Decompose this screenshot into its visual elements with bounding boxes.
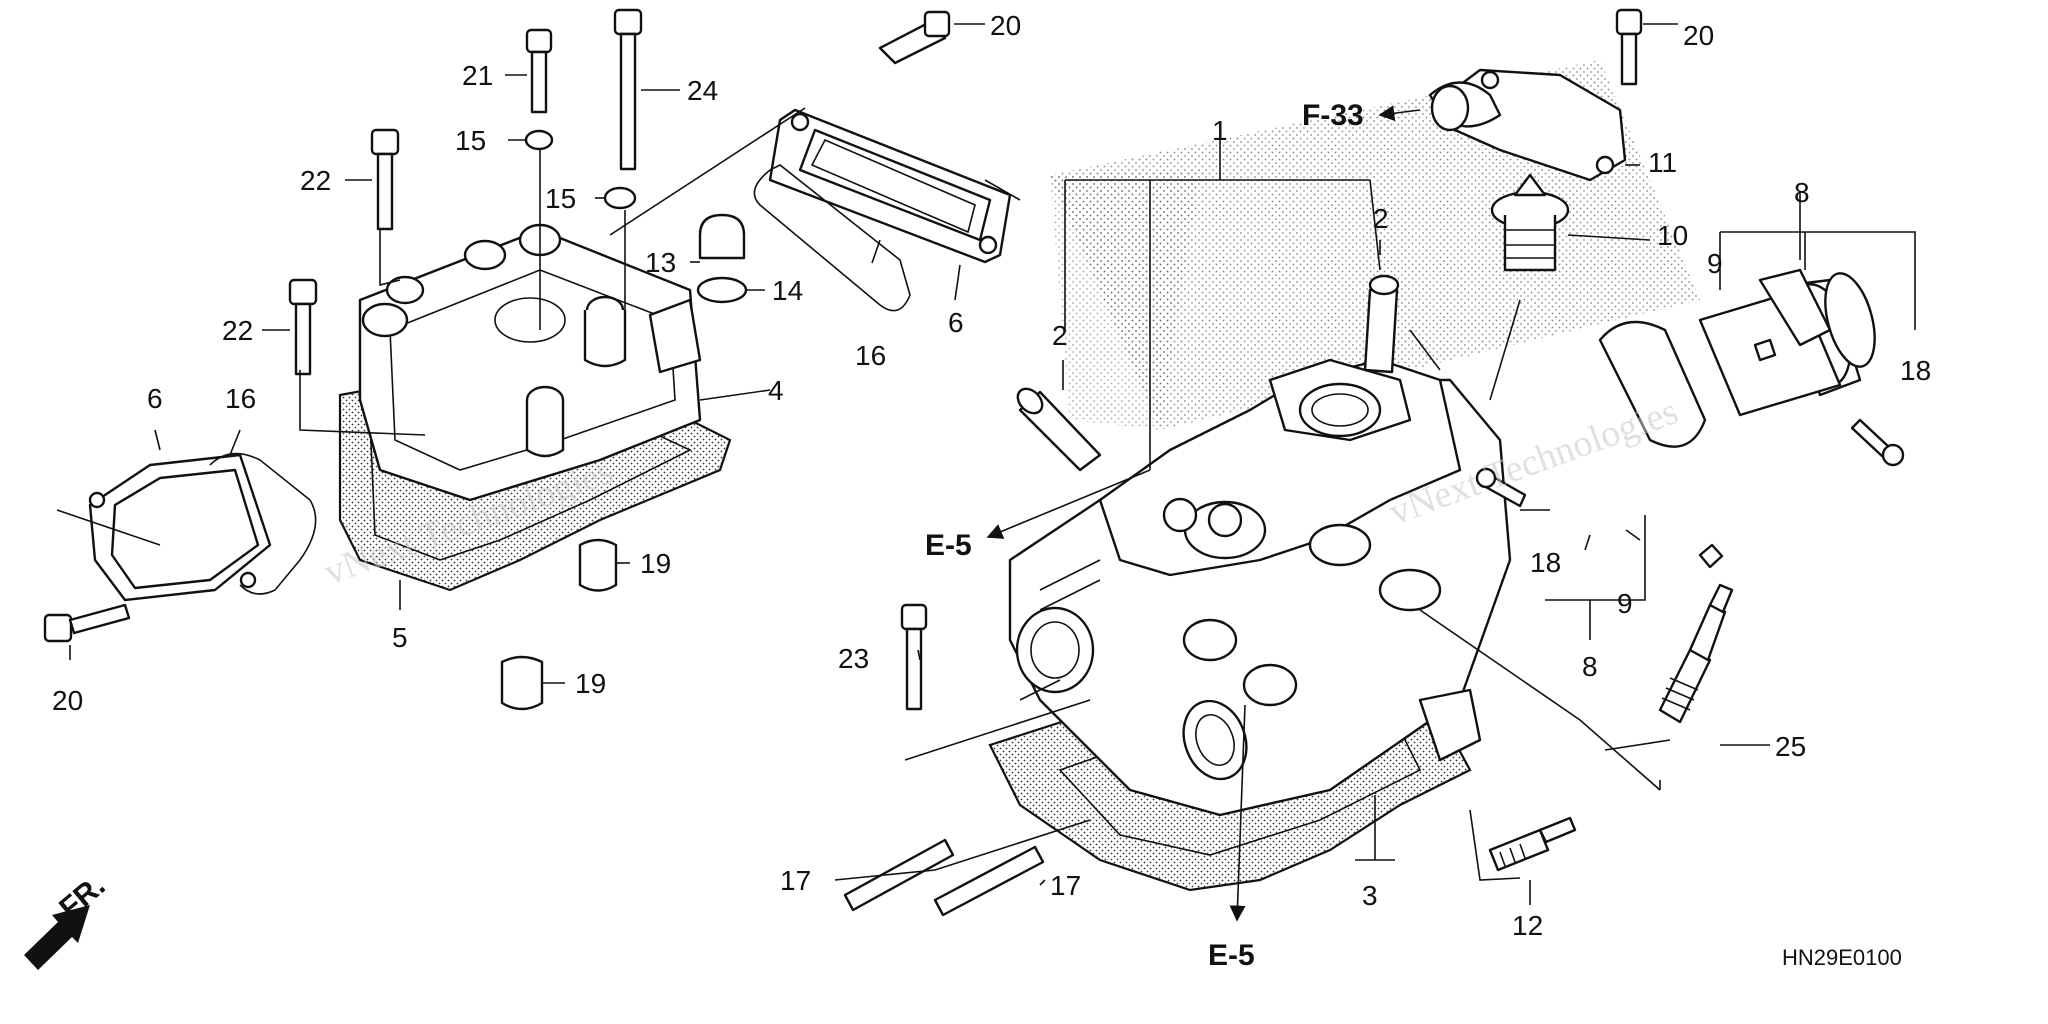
screw-18-right [1850,418,1905,467]
dowel-2-left [1016,387,1102,472]
front-arrow-icon [24,905,90,970]
breather-seal-right [753,164,911,312]
callout-2-b: 2 [1373,203,1389,234]
ref-f33: F-33 [1302,99,1364,132]
callout-8-a: 8 [1794,177,1810,208]
bolt-22-upper [370,128,400,231]
bolt-22-lower [288,278,318,376]
dowel-2-right [1363,274,1400,374]
callout-8-b: 8 [1582,651,1598,682]
callout-16-a: 16 [225,383,256,414]
callout-20-c: 20 [52,685,83,716]
thermostat-cover [1428,68,1627,182]
ref-e5-bottom: E-5 [1208,939,1255,972]
callout-10: 10 [1657,220,1688,251]
bolt-23 [900,603,928,711]
callout-24: 24 [687,75,718,106]
temperature-sensor [1488,816,1577,872]
bolt-21 [525,28,553,114]
callout-19-b: 19 [575,668,606,699]
stud-bolt-17-b [933,845,1045,917]
callout-20-a: 20 [990,10,1021,41]
ref-e5-left: E-5 [925,529,972,562]
dowel-pin-19-upper [578,538,618,592]
cylinder-head-group [843,8,1905,917]
head-cover [358,228,702,502]
bolt-20-left [43,603,131,643]
callout-14: 14 [772,275,803,306]
bolt-20-top-left [878,10,951,65]
callout-4: 4 [768,375,784,406]
callout-20-b: 20 [1683,20,1714,51]
stud-bolt-17-a [843,838,955,912]
callout-22-b: 22 [222,315,253,346]
callout-12: 12 [1512,910,1543,941]
head-cover-group [43,8,1012,711]
washer-15-b [603,186,637,210]
callout-15-a: 15 [455,125,486,156]
callout-5: 5 [392,622,408,653]
callout-17-b: 17 [1050,870,1081,901]
callout-1: 1 [1212,115,1228,146]
callout-18-a: 18 [1900,355,1931,386]
callout-16-b: 16 [855,340,886,371]
callout-19-a: 19 [640,548,671,579]
callout-6-b: 6 [948,307,964,338]
callout-15-b: 15 [545,183,576,214]
breather-seal-left [209,452,317,595]
callout-9-a: 9 [1707,248,1723,279]
callout-21: 21 [462,60,493,91]
callout-9-b: 9 [1617,588,1633,619]
bolt-24 [613,8,643,171]
callout-13: 13 [645,247,676,278]
callout-6-a: 6 [147,383,163,414]
callout-11: 11 [1648,147,1677,178]
diagram-code: HN29E0100 [1782,945,1902,970]
washer-15-a [524,129,554,151]
callout-2-a: 2 [1052,320,1068,351]
cap-nut-13 [698,213,746,260]
spark-plug [1658,583,1734,724]
dowel-pin-19-lower [500,655,544,711]
intake-joint-clamps [1598,268,1876,569]
callout-25: 25 [1775,731,1806,762]
leader-lines [56,23,1916,922]
callout-3: 3 [1362,880,1378,911]
callout-17-a: 17 [780,865,811,896]
bolt-20-right [1615,8,1643,86]
callout-22-a: 22 [300,165,331,196]
thermostat [1490,173,1570,272]
callout-23: 23 [838,643,869,674]
washer-14 [696,276,748,304]
screw-18-left [1475,467,1527,508]
callout-18-b: 18 [1530,547,1561,578]
